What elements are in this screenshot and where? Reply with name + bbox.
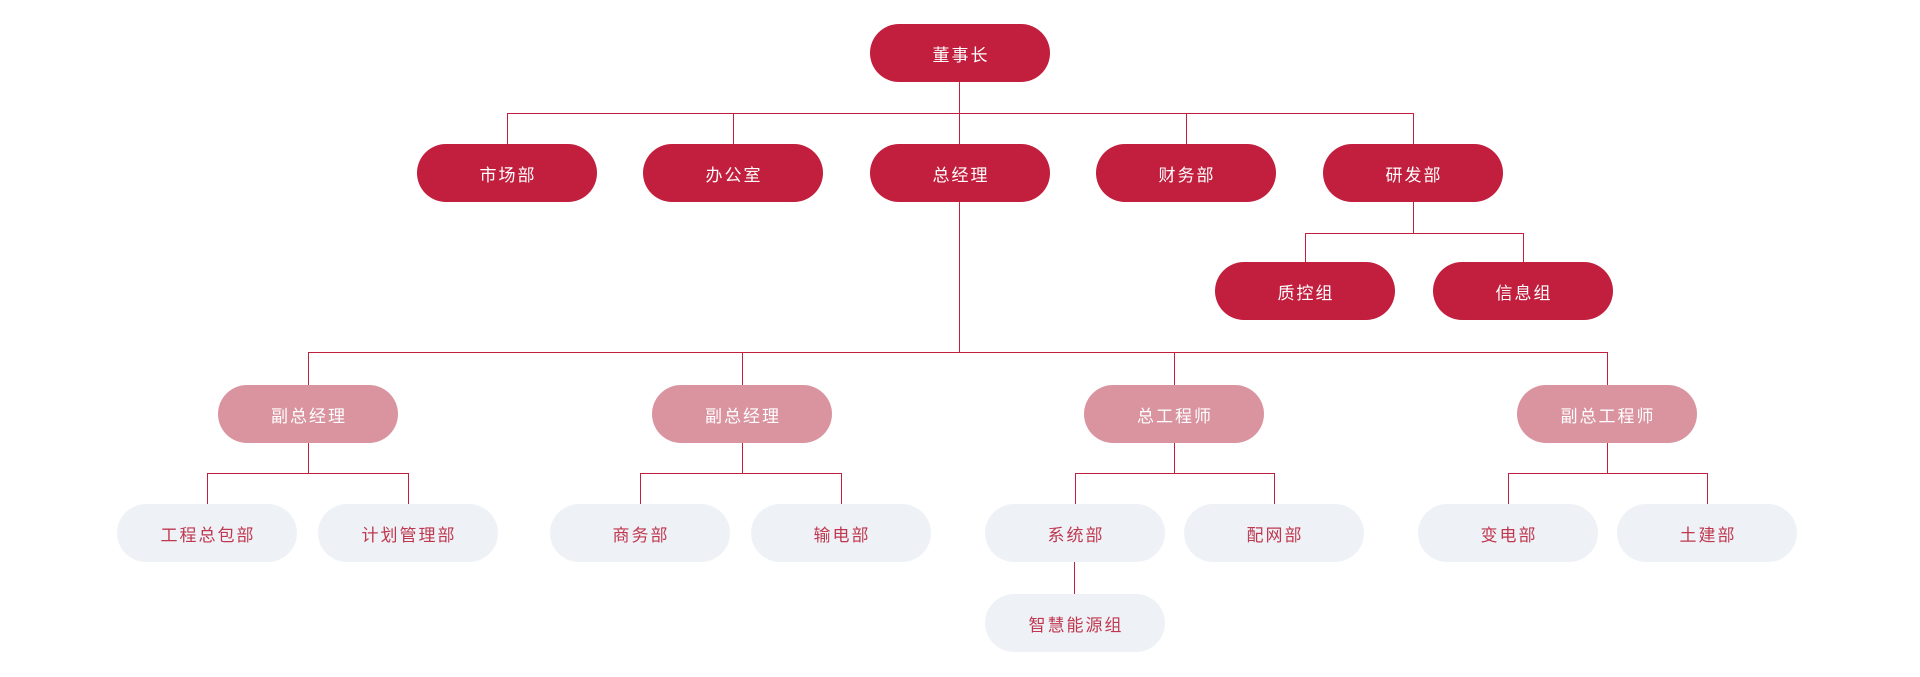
- org-node-label: 研发部: [1385, 165, 1443, 185]
- org-node-deputy-general-manager-2: 副总经理: [652, 385, 832, 443]
- connector-line: [1305, 233, 1306, 262]
- connector-line: [959, 113, 960, 144]
- org-node-engineering-epc-dept: 工程总包部: [117, 504, 297, 562]
- org-node-label: 智慧能源组: [1028, 615, 1124, 635]
- connector-line: [742, 443, 743, 473]
- org-node-label: 副总经理: [271, 406, 347, 426]
- org-node-label: 商务部: [612, 525, 670, 545]
- org-node-label: 市场部: [479, 165, 537, 185]
- connector-line: [207, 473, 409, 474]
- connector-line: [640, 473, 641, 504]
- org-node-substation-dept: 变电部: [1418, 504, 1598, 562]
- org-node-label: 办公室: [705, 165, 763, 185]
- org-node-label: 信息组: [1495, 283, 1553, 303]
- connector-line: [308, 352, 1608, 353]
- org-node-label: 配网部: [1246, 525, 1304, 545]
- connector-line: [507, 113, 1414, 114]
- org-node-planning-management-dept: 计划管理部: [318, 504, 498, 562]
- connector-line: [1186, 113, 1187, 144]
- org-node-label: 质控组: [1277, 283, 1335, 303]
- org-node-system-dept: 系统部: [985, 504, 1165, 562]
- org-node-general-manager: 总经理: [870, 144, 1050, 202]
- connector-line: [1413, 113, 1414, 144]
- connector-line: [1508, 473, 1509, 504]
- connector-line: [1174, 443, 1175, 473]
- connector-line: [959, 82, 960, 113]
- connector-line: [841, 473, 842, 504]
- org-node-deputy-general-manager-1: 副总经理: [218, 385, 398, 443]
- org-node-power-transmission-dept: 输电部: [751, 504, 931, 562]
- org-node-label: 财务部: [1158, 165, 1216, 185]
- org-node-distribution-network-dept: 配网部: [1184, 504, 1364, 562]
- org-node-label: 总工程师: [1137, 406, 1213, 426]
- connector-line: [1607, 352, 1608, 385]
- connector-line: [207, 473, 208, 504]
- org-node-label: 工程总包部: [160, 525, 256, 545]
- org-node-label: 副总工程师: [1560, 406, 1656, 426]
- org-node-label: 输电部: [813, 525, 871, 545]
- org-node-smart-energy-group: 智慧能源组: [985, 594, 1165, 652]
- connector-line: [1508, 473, 1708, 474]
- org-node-quality-control-group: 质控组: [1215, 262, 1395, 320]
- connector-line: [507, 113, 508, 144]
- connector-line: [1607, 443, 1608, 473]
- connector-line: [1707, 473, 1708, 504]
- connector-line: [1413, 202, 1414, 233]
- connector-line: [1305, 233, 1524, 234]
- connector-line: [1074, 562, 1075, 594]
- org-node-chairman: 董事长: [870, 24, 1050, 82]
- connector-line: [640, 473, 842, 474]
- org-node-label: 总经理: [932, 165, 990, 185]
- org-node-finance-dept: 财务部: [1096, 144, 1276, 202]
- connector-line: [1523, 233, 1524, 262]
- connector-line: [408, 473, 409, 504]
- connector-line: [959, 202, 960, 352]
- connector-line: [1075, 473, 1275, 474]
- connector-line: [1274, 473, 1275, 504]
- org-node-rnd-dept: 研发部: [1323, 144, 1503, 202]
- connector-line: [1075, 473, 1076, 504]
- org-node-label: 变电部: [1480, 525, 1538, 545]
- org-node-label: 计划管理部: [361, 525, 457, 545]
- org-node-deputy-chief-engineer: 副总工程师: [1517, 385, 1697, 443]
- org-node-commerce-dept: 商务部: [550, 504, 730, 562]
- org-node-label: 土建部: [1679, 525, 1737, 545]
- org-node-label: 副总经理: [705, 406, 781, 426]
- org-node-chief-engineer: 总工程师: [1084, 385, 1264, 443]
- org-node-office: 办公室: [643, 144, 823, 202]
- org-node-marketing-dept: 市场部: [417, 144, 597, 202]
- org-node-information-group: 信息组: [1433, 262, 1613, 320]
- org-node-label: 系统部: [1047, 525, 1105, 545]
- org-node-label: 董事长: [932, 45, 990, 65]
- connector-line: [308, 352, 309, 385]
- connector-line: [733, 113, 734, 144]
- org-node-civil-construction-dept: 土建部: [1617, 504, 1797, 562]
- connector-line: [1174, 352, 1175, 385]
- connector-line: [308, 443, 309, 473]
- connector-line: [742, 352, 743, 385]
